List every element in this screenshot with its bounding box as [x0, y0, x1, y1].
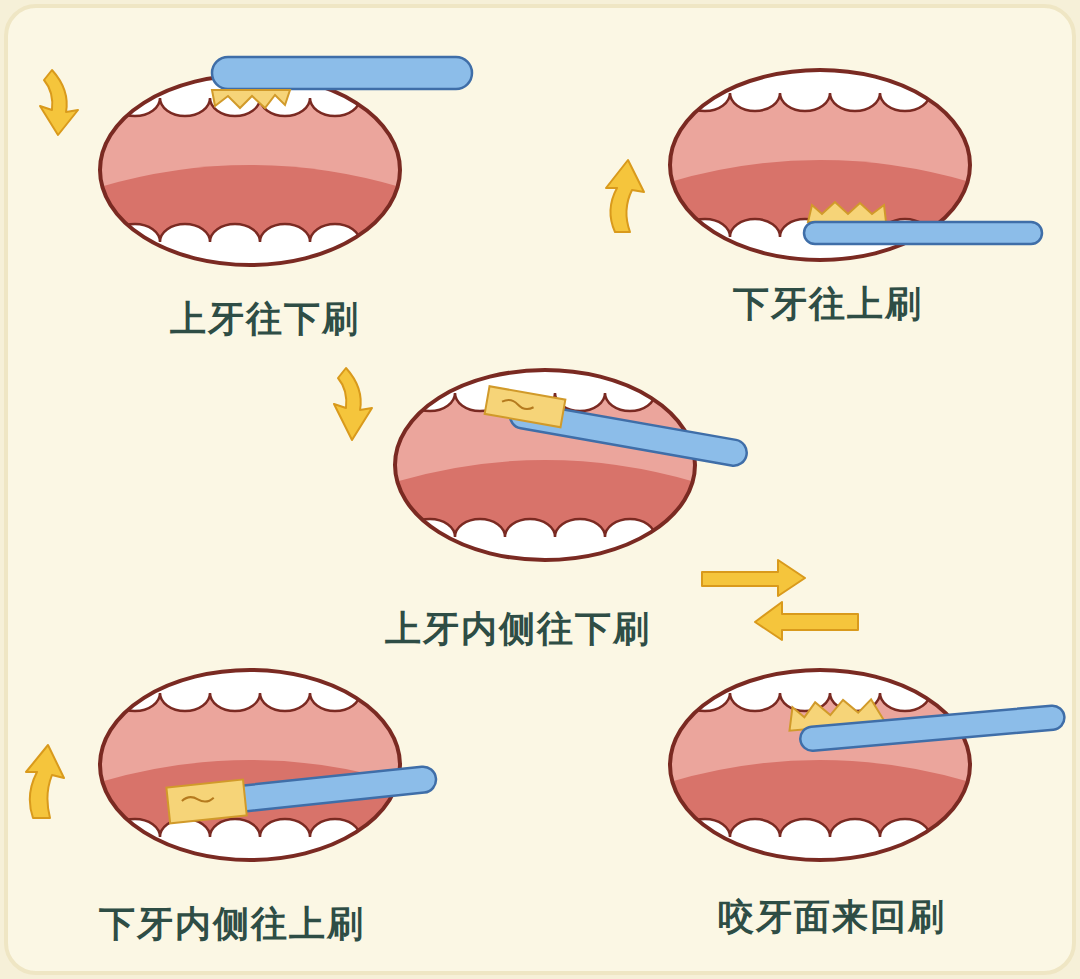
- step-caption: 上牙往下刷: [170, 295, 360, 344]
- step-caption: 上牙内侧往下刷: [385, 605, 651, 654]
- step-caption: 咬牙面来回刷: [718, 893, 946, 942]
- step-caption: 下牙内侧往上刷: [99, 900, 365, 949]
- step-caption: 下牙往上刷: [733, 280, 923, 329]
